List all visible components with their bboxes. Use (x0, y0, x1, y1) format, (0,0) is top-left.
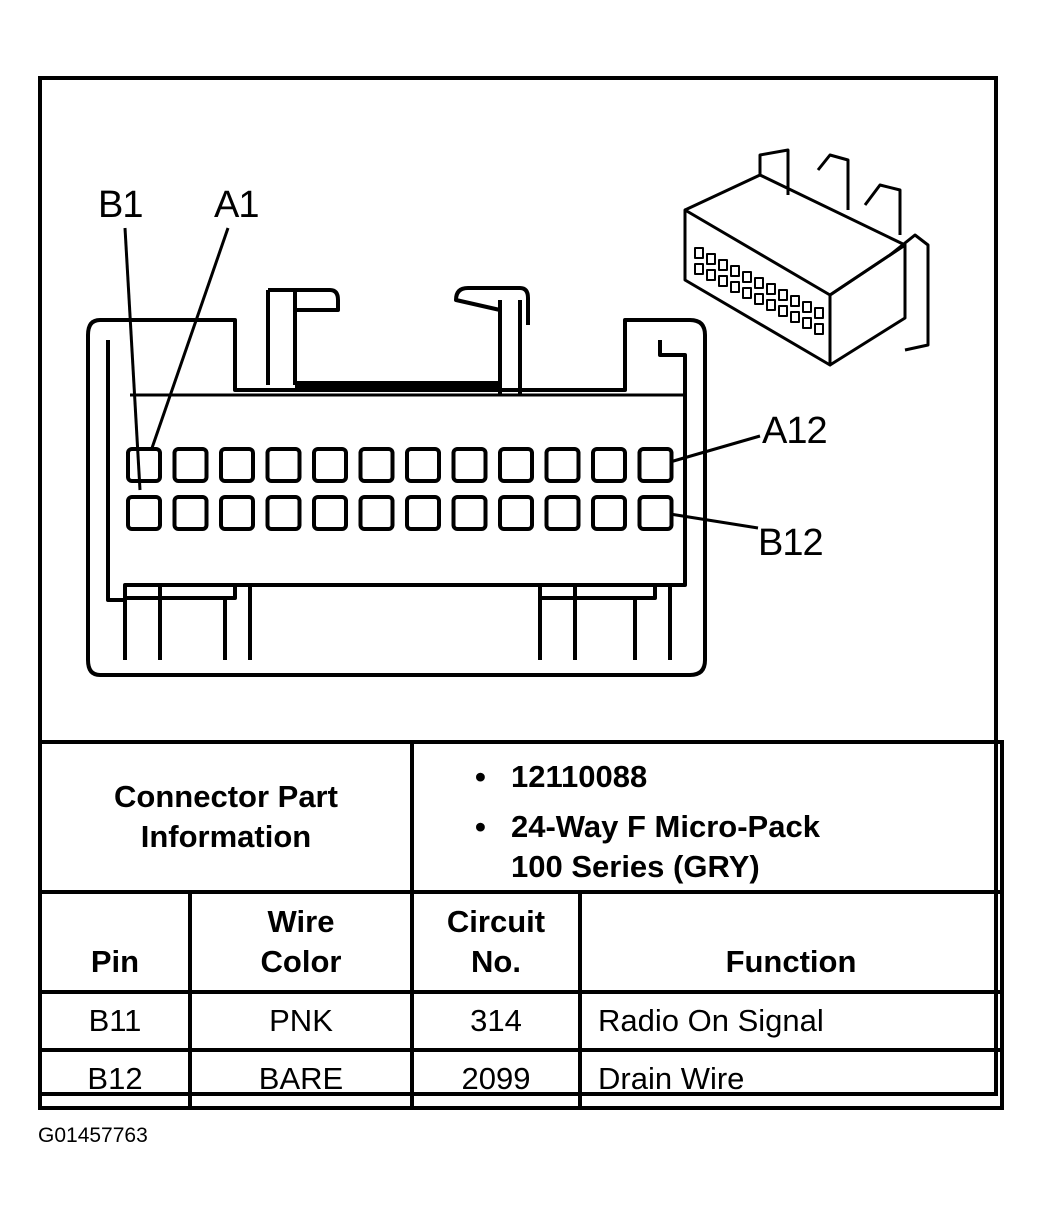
top-latch-left (233, 288, 340, 385)
pin-label-b12: B12 (758, 522, 824, 564)
part-number: 12110088 (475, 757, 999, 797)
pin-cavity-b9 (498, 495, 534, 531)
pin-cavity-a9 (498, 447, 534, 483)
cell-pin: B12 (38, 1048, 192, 1110)
pin-cavity-a8 (451, 447, 488, 483)
header-wire-color-line1: Wire (267, 904, 335, 939)
pin-label-a12: A12 (762, 410, 828, 452)
pin-cavity-a7 (405, 447, 441, 483)
header-pin: Pin (38, 890, 192, 994)
header-wire-color: Wire Color (188, 890, 414, 994)
pin-cavity-a4 (265, 447, 302, 483)
pin-cavity-a1 (126, 447, 162, 483)
connector-part-info-label: Connector Part Information (38, 740, 414, 894)
pin-cavity-b3 (219, 495, 255, 531)
connector-type-line2: 100 Series (GRY) (511, 849, 760, 884)
pin-label-b1: B1 (98, 184, 143, 226)
pin-label-a1: A1 (214, 184, 259, 226)
connector-3d-view (683, 148, 930, 367)
connector-part-info-row: Connector Part Information 12110088 24-W… (38, 740, 1004, 894)
header-circuit-line1: Circuit (446, 904, 546, 939)
pin-cavity-b11 (591, 495, 627, 531)
b1-leader-line (123, 227, 142, 491)
header-wire-color-line2: Color (260, 944, 342, 979)
pin-cavity-b7 (405, 495, 441, 531)
table-row: B12 BARE 2099 Drain Wire (38, 1048, 1004, 1110)
pin-cavities (126, 447, 674, 531)
pin-cavity-b6 (358, 495, 395, 531)
connector-type-line1: 24-Way F Micro-Pack (511, 809, 820, 844)
pin-cavity-a2 (172, 447, 209, 483)
top-latch-right (454, 286, 530, 395)
cell-function: Radio On Signal (578, 990, 1004, 1052)
a12-leader-line (669, 434, 761, 464)
pin-cavity-b8 (451, 495, 488, 531)
cell-wire-color: BARE (188, 1048, 414, 1110)
pin-cavity-b5 (312, 495, 348, 531)
bottom-key-left (123, 585, 252, 660)
cell-circuit: 314 (410, 990, 582, 1052)
pin-cavity-a10 (544, 447, 581, 483)
connector-type: 24-Way F Micro-Pack 100 Series (GRY) (475, 807, 999, 887)
pin-cavity-b10 (544, 495, 581, 531)
pin-cavity-b1 (126, 495, 162, 531)
pin-cavity-a12 (637, 447, 674, 483)
connector-diagram: B1 A1 A12 B12 (86, 148, 930, 677)
cell-function: Drain Wire (578, 1048, 1004, 1110)
figure-id-caption: G01457763 (38, 1124, 148, 1147)
pin-cavity-b2 (172, 495, 209, 531)
pin-cavity-b4 (265, 495, 302, 531)
cell-pin: B11 (38, 990, 192, 1052)
pin-cavity-a3 (219, 447, 255, 483)
pin-cavity-a11 (591, 447, 627, 483)
connector-part-info-list: 12110088 24-Way F Micro-Pack 100 Series … (410, 740, 1004, 894)
a1-leader-line (150, 227, 230, 449)
cell-circuit: 2099 (410, 1048, 582, 1110)
table-header-row: Pin Wire Color Circuit No. Function (38, 890, 1004, 994)
header-circuit: Circuit No. (410, 890, 582, 994)
cpi-label-line1: Connector Part (114, 779, 338, 814)
table-row: B11 PNK 314 Radio On Signal (38, 990, 1004, 1052)
b12-leader-line (669, 512, 759, 530)
connector-info-table: Connector Part Information 12110088 24-W… (38, 740, 1004, 1110)
bottom-key-right (538, 585, 672, 660)
connector-face-drawing (86, 148, 930, 677)
cell-wire-color: PNK (188, 990, 414, 1052)
housing-outline (86, 318, 707, 677)
cpi-label-line2: Information (140, 819, 312, 854)
pin-cavity-b12 (637, 495, 674, 531)
header-circuit-line2: No. (471, 944, 521, 979)
pin-cavity-a5 (312, 447, 348, 483)
pin-cavity-a6 (358, 447, 395, 483)
header-function: Function (578, 890, 1004, 994)
